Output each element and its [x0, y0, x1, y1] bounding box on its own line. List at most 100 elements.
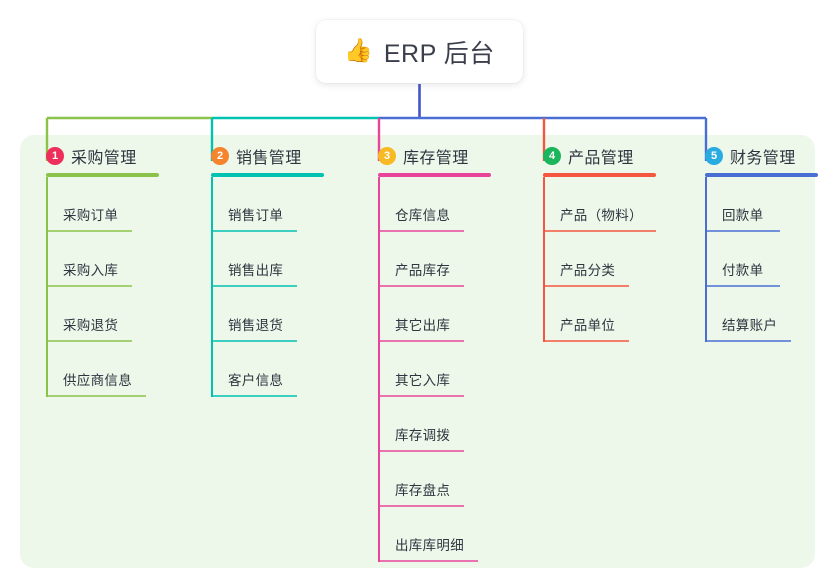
list-item-label: 采购订单	[63, 208, 119, 223]
list-item[interactable]: 仓库信息	[365, 177, 491, 232]
list-item[interactable]: 采购退货	[33, 287, 159, 342]
branch-title: 产品管理	[568, 150, 634, 167]
list-item-label: 产品单位	[560, 318, 616, 333]
list-item-underline	[705, 340, 791, 342]
branch-header[interactable]: 2 销售管理	[198, 144, 324, 168]
branch-underline	[46, 173, 159, 177]
branch-underline	[378, 173, 491, 177]
list-item-label: 采购入库	[63, 263, 119, 278]
branch-header[interactable]: 4 产品管理	[530, 144, 656, 168]
list-item-label: 结算账户	[722, 318, 778, 333]
branch-number-badge: 3	[378, 147, 396, 165]
list-item[interactable]: 采购订单	[33, 177, 159, 232]
list-item-label: 仓库信息	[395, 208, 451, 223]
list-item-label: 其它出库	[395, 318, 451, 333]
branch-5[interactable]: 5 财务管理回款单付款单结算账户	[692, 144, 818, 342]
list-item[interactable]: 产品单位	[530, 287, 656, 342]
list-item-underline	[46, 285, 132, 287]
list-item[interactable]: 产品库存	[365, 232, 491, 287]
branch-header[interactable]: 1 采购管理	[33, 144, 159, 168]
list-item-underline	[211, 395, 297, 397]
list-item-underline	[378, 285, 464, 287]
list-item-underline	[211, 285, 297, 287]
list-item-underline	[705, 230, 780, 232]
branch-items: 采购订单采购入库采购退货供应商信息	[33, 177, 159, 397]
list-item[interactable]: 销售退货	[198, 287, 324, 342]
branch-spine	[543, 177, 545, 342]
list-item-underline	[378, 450, 464, 452]
list-item[interactable]: 出库库明细	[365, 507, 491, 562]
list-item[interactable]: 销售出库	[198, 232, 324, 287]
branch-1[interactable]: 1 采购管理采购订单采购入库采购退货供应商信息	[33, 144, 159, 397]
list-item-label: 产品库存	[395, 263, 451, 278]
branch-title: 库存管理	[403, 150, 469, 167]
list-item-underline	[211, 340, 297, 342]
root-node[interactable]: 👍 ERP 后台	[316, 20, 523, 83]
list-item-label: 采购退货	[63, 318, 119, 333]
branch-4[interactable]: 4 产品管理产品（物料） 产品分类产品单位	[530, 144, 656, 342]
branch-spine	[46, 177, 48, 397]
branch-title: 采购管理	[71, 150, 137, 167]
branch-underline	[705, 173, 818, 177]
branch-items: 仓库信息产品库存其它出库其它入库库存调拨库存盘点出库库明细	[365, 177, 491, 562]
list-item-underline	[46, 395, 146, 397]
list-item[interactable]: 采购入库	[33, 232, 159, 287]
branch-number-badge: 2	[211, 147, 229, 165]
diagram-panel-background	[20, 135, 815, 568]
list-item[interactable]: 客户信息	[198, 342, 324, 397]
list-item-label: 供应商信息	[63, 373, 132, 388]
list-item-label: 销售退货	[228, 318, 284, 333]
thumbs-up-icon: 👍	[344, 37, 373, 63]
branch-2[interactable]: 2 销售管理销售订单销售出库销售退货客户信息	[198, 144, 324, 397]
list-item-underline	[378, 505, 464, 507]
list-item[interactable]: 库存盘点	[365, 452, 491, 507]
list-item-underline	[543, 340, 629, 342]
list-item-underline	[211, 230, 297, 232]
list-item-underline	[705, 285, 780, 287]
list-item[interactable]: 产品（物料）	[530, 177, 656, 232]
branch-number-badge: 1	[46, 147, 64, 165]
branch-number-badge: 5	[705, 147, 723, 165]
list-item-label: 客户信息	[228, 373, 284, 388]
list-item-underline	[378, 340, 464, 342]
branch-underline	[211, 173, 324, 177]
list-item-underline	[46, 230, 132, 232]
list-item[interactable]: 供应商信息	[33, 342, 159, 397]
root-node-content: 👍 ERP 后台	[344, 34, 495, 70]
list-item[interactable]: 其它出库	[365, 287, 491, 342]
branch-title: 财务管理	[730, 150, 796, 167]
list-item-label: 产品（物料）	[560, 208, 643, 223]
branch-spine	[378, 177, 380, 562]
list-item-label: 其它入库	[395, 373, 451, 388]
list-item[interactable]: 其它入库	[365, 342, 491, 397]
branch-header[interactable]: 5 财务管理	[692, 144, 818, 168]
branch-spine	[705, 177, 707, 342]
list-item[interactable]: 产品分类	[530, 232, 656, 287]
branch-number-badge: 4	[543, 147, 561, 165]
list-item-label: 产品分类	[560, 263, 616, 278]
branch-items: 回款单付款单结算账户	[692, 177, 818, 342]
list-item-underline	[543, 230, 656, 232]
list-item-underline	[378, 560, 478, 562]
list-item-underline	[378, 395, 464, 397]
list-item[interactable]: 结算账户	[692, 287, 818, 342]
list-item[interactable]: 库存调拨	[365, 397, 491, 452]
branch-3[interactable]: 3 库存管理仓库信息产品库存其它出库其它入库库存调拨库存盘点出库库明细	[365, 144, 491, 562]
list-item-label: 回款单	[722, 208, 764, 223]
list-item-label: 出库库明细	[395, 538, 464, 553]
list-item-label: 库存盘点	[395, 483, 451, 498]
branch-header[interactable]: 3 库存管理	[365, 144, 491, 168]
list-item-label: 销售订单	[228, 208, 284, 223]
branch-items: 产品（物料） 产品分类产品单位	[530, 177, 656, 342]
list-item[interactable]: 销售订单	[198, 177, 324, 232]
branch-spine	[211, 177, 213, 397]
list-item-label: 付款单	[722, 263, 764, 278]
branch-items: 销售订单销售出库销售退货客户信息	[198, 177, 324, 397]
root-node-label: ERP 后台	[383, 39, 495, 68]
list-item[interactable]: 回款单	[692, 177, 818, 232]
branch-underline	[543, 173, 656, 177]
list-item[interactable]: 付款单	[692, 232, 818, 287]
list-item-label: 库存调拨	[395, 428, 451, 443]
branch-title: 销售管理	[236, 150, 302, 167]
